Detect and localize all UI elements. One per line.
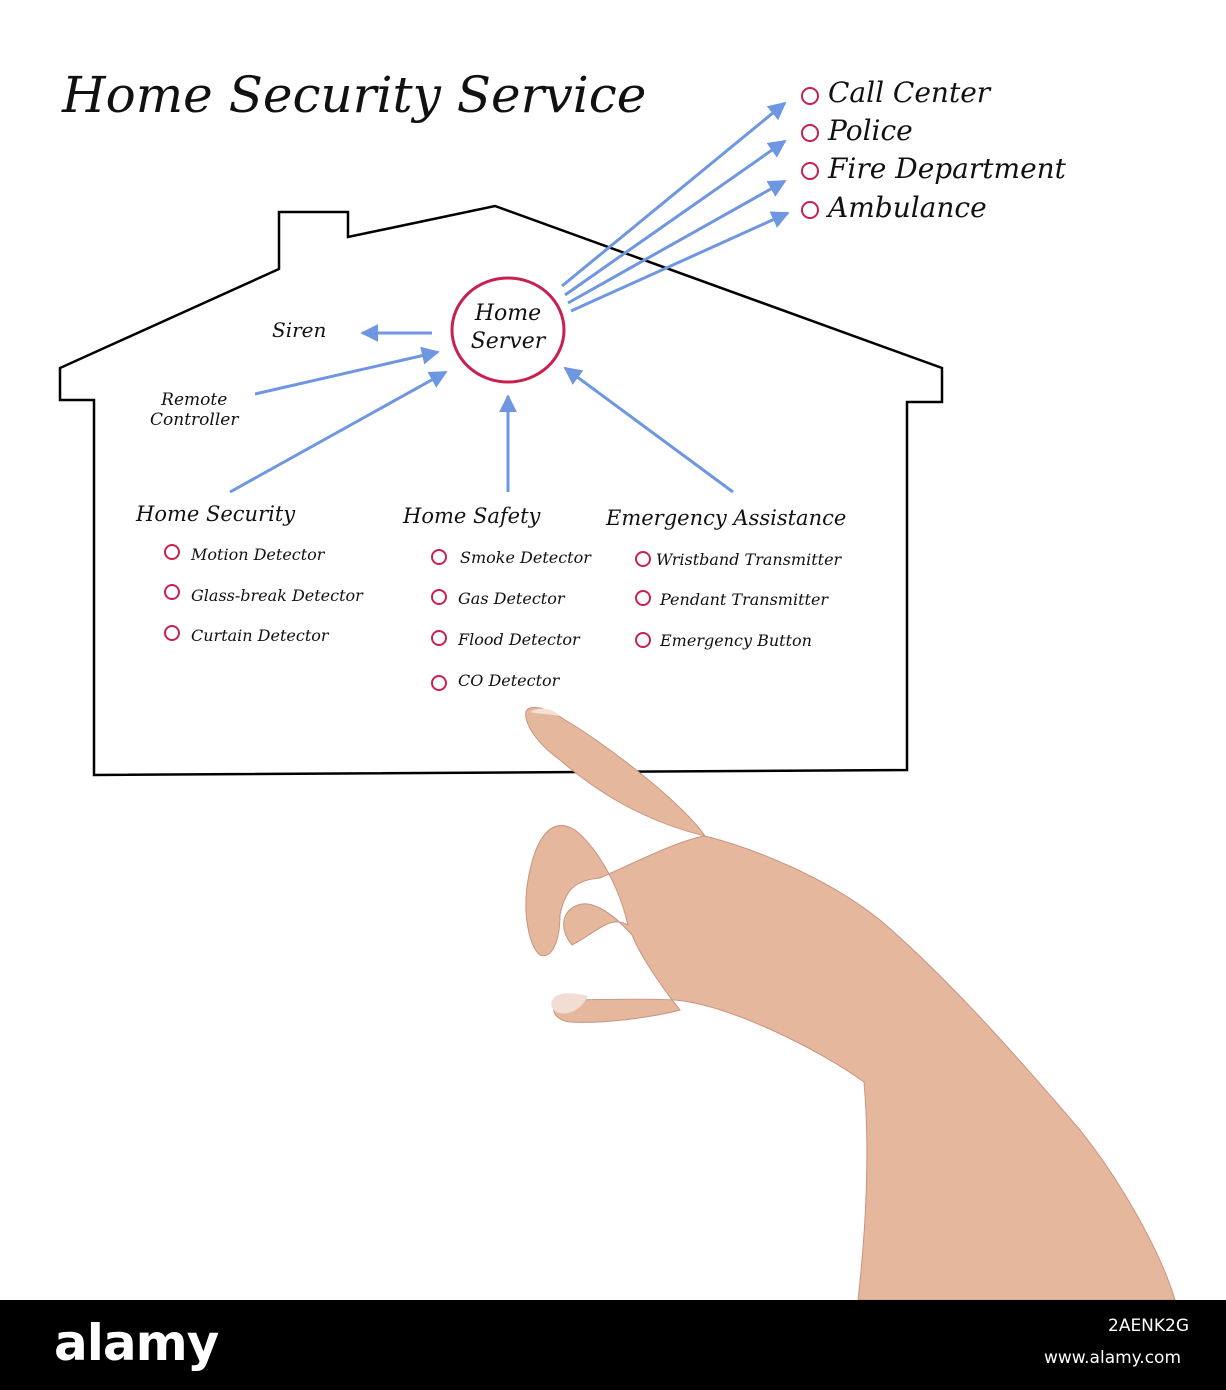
arrow-from-remote bbox=[254, 346, 440, 396]
house-outline bbox=[58, 204, 944, 777]
destination-police: Police bbox=[828, 114, 913, 147]
arrow-to-police bbox=[564, 139, 787, 297]
item-bullet-icon bbox=[635, 551, 651, 567]
item-gas-detector: Gas Detector bbox=[458, 589, 565, 608]
home-server-label: Home Server bbox=[458, 300, 558, 356]
footer-brand-logo: alamy bbox=[54, 1314, 219, 1372]
item-bullet-icon bbox=[431, 549, 447, 565]
arrow-to-ambulance bbox=[570, 211, 790, 313]
group-heading-home-safety: Home Safety bbox=[403, 504, 541, 528]
arrow-to-call-center bbox=[561, 101, 787, 288]
item-bullet-icon bbox=[635, 632, 651, 648]
remote-line2: Controller bbox=[150, 410, 239, 430]
group-heading-emergency-assistance: Emergency Assistance bbox=[606, 506, 847, 530]
remote-controller-label: Remote Controller bbox=[150, 390, 238, 430]
siren-label: Siren bbox=[272, 318, 327, 342]
destination-bullet-icon bbox=[801, 87, 819, 105]
item-pendant-transmitter: Pendant Transmitter bbox=[660, 590, 829, 609]
item-emergency-button: Emergency Button bbox=[660, 631, 812, 650]
item-co-detector: CO Detector bbox=[458, 671, 560, 690]
home-server-line2: Server bbox=[470, 329, 546, 354]
destination-bullet-icon bbox=[801, 201, 819, 219]
item-motion-detector: Motion Detector bbox=[191, 545, 325, 564]
arrow-from-emergency-assistance bbox=[563, 366, 734, 494]
item-bullet-icon bbox=[164, 625, 180, 641]
diagram-canvas bbox=[58, 101, 1176, 1300]
arrow-to-fire-department bbox=[567, 179, 787, 305]
destination-bullet-icon bbox=[801, 162, 819, 180]
arrow-from-home-security bbox=[229, 370, 448, 494]
home-server-line1: Home bbox=[474, 301, 542, 326]
destination-bullet-icon bbox=[801, 124, 819, 142]
home-server-ring bbox=[450, 276, 566, 384]
destination-fire-department: Fire Department bbox=[828, 152, 1066, 185]
item-bullet-icon bbox=[431, 589, 447, 605]
item-flood-detector: Flood Detector bbox=[458, 630, 580, 649]
item-smoke-detector: Smoke Detector bbox=[460, 548, 591, 567]
diagram-title: Home Security Service bbox=[62, 66, 647, 124]
destination-call-center: Call Center bbox=[828, 76, 991, 109]
group-heading-home-security: Home Security bbox=[136, 502, 296, 526]
destination-ambulance: Ambulance bbox=[828, 191, 987, 224]
footer-site-url: www.alamy.com bbox=[1044, 1348, 1182, 1368]
item-wristband-transmitter: Wristband Transmitter bbox=[656, 550, 842, 569]
stock-footer-bar: alamy 2AENK2G www.alamy.com bbox=[0, 1300, 1226, 1390]
item-bullet-icon bbox=[164, 584, 180, 600]
footer-image-id: 2AENK2G bbox=[1108, 1316, 1190, 1336]
item-glass-break-detector: Glass-break Detector bbox=[191, 586, 363, 605]
item-bullet-icon bbox=[164, 544, 180, 560]
item-bullet-icon bbox=[431, 630, 447, 646]
item-curtain-detector: Curtain Detector bbox=[191, 626, 329, 645]
item-bullet-icon bbox=[431, 675, 447, 691]
pointing-hand bbox=[525, 706, 1176, 1300]
item-bullet-icon bbox=[635, 590, 651, 606]
remote-line1: Remote bbox=[161, 390, 228, 410]
